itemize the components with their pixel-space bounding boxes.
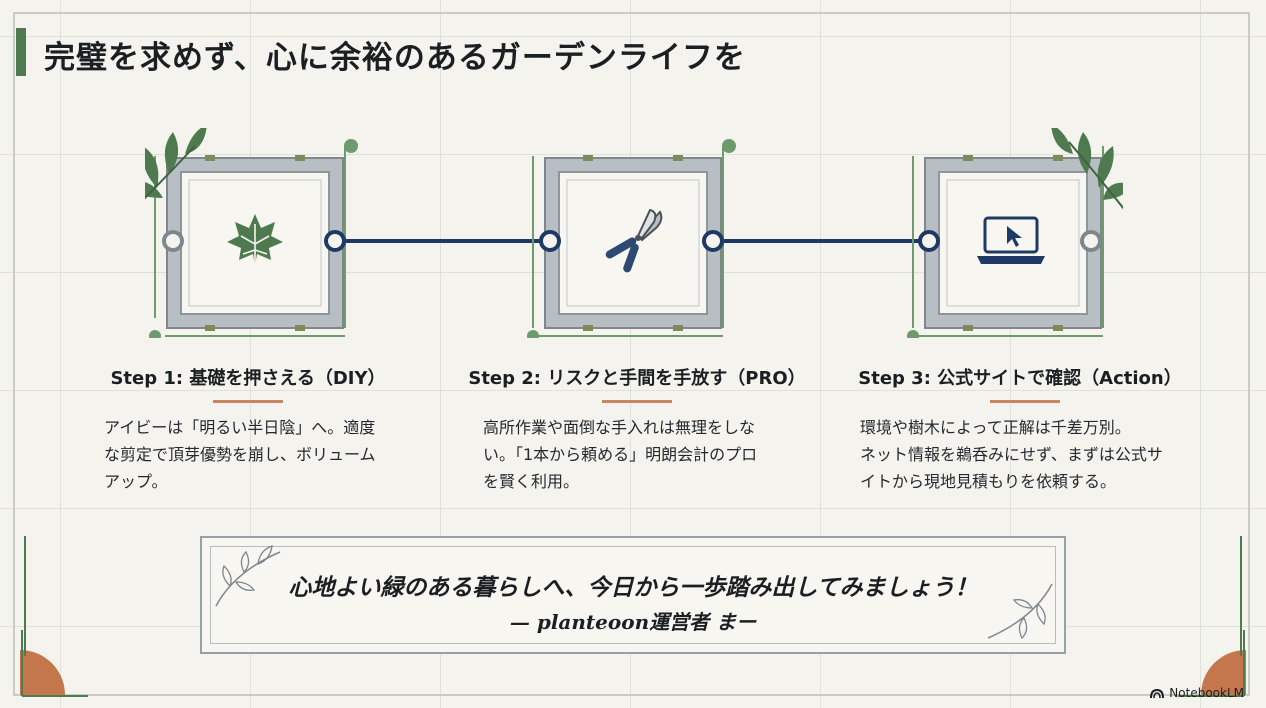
corner-line-left-vertical [24,536,26,656]
watermark-label: NotebookLM [1169,686,1244,700]
corner-ornament-right [1178,630,1246,697]
slide-frame [13,12,1250,696]
step-1-underline [213,400,283,403]
step-2-underline [602,400,672,403]
step-2-description: 高所作業や面倒な手入れは無理をしな い。「1本から頼める」明朗会計のプロ を賢く… [483,418,758,491]
step-2-frame [523,128,743,338]
ivy-leaf-icon [227,214,283,266]
quote-author: — planteoon運営者 まー [509,610,757,634]
step-3-description: 環境や樹木によって正解は千差万別。 ネット情報を鵜呑みにせず、まずは公式サ イト… [860,418,1163,491]
connector-2-3 [713,239,929,243]
title-accent-bar [16,28,26,76]
notebooklm-watermark: NotebookLM [1142,682,1252,704]
corner-line-right-vertical [1240,536,1242,656]
vine-right-icon [987,583,1053,640]
quote-box: 心地よい緑のある暮らしへ、今日から一歩踏み出してみましょう！ — planteo… [200,536,1066,654]
laptop-cursor-icon [977,216,1045,264]
quote-text: 心地よい緑のある暮らしへ、今日から一歩踏み出してみましょう！ [288,574,978,601]
step-3-title: Step 3: 公式サイトで確認（Action） [858,368,1182,389]
step-3-frame [903,128,1123,338]
step-1-description: アイビーは「明るい半日陰」へ。適度 な剪定で頂芽優勢を崩し、ボリューム アップ。 [104,418,376,491]
corner-ornament-left [20,630,88,697]
vine-left-icon [215,545,281,607]
step-3-underline [990,400,1060,403]
page-title: 完璧を求めず、心に余裕のあるガーデンライフを [44,40,746,76]
connector-1-2 [337,239,550,243]
notebooklm-logo-icon [1150,688,1165,699]
step-1-frame [145,128,365,338]
step-1-title: Step 1: 基礎を押さえる（DIY） [110,368,386,389]
pruning-shears-icon [605,208,663,273]
step-2-title: Step 2: リスクと手間を手放す（PRO） [468,368,806,389]
